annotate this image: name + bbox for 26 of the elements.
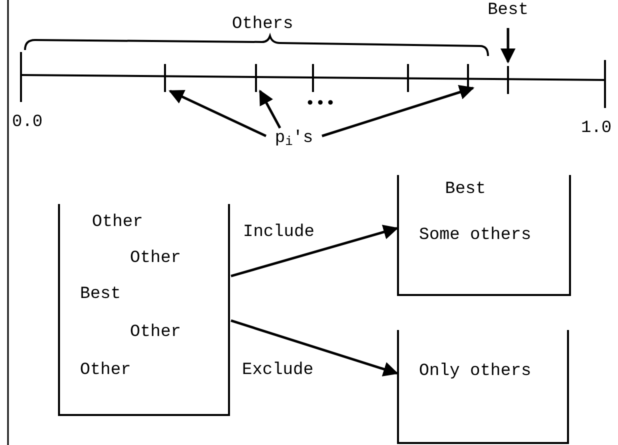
arrow [500, 28, 516, 64]
item-label: Best [80, 286, 121, 303]
item-label: Other [130, 250, 182, 267]
open-bin [397, 175, 571, 296]
item-label: Other [80, 362, 132, 379]
axis-label: Others [232, 16, 294, 33]
item-label: Other [130, 324, 182, 341]
tick-mark [164, 64, 166, 92]
tick-mark [507, 66, 509, 94]
arrow [168, 90, 267, 138]
arrow [230, 224, 398, 278]
item-label: Other [92, 214, 144, 231]
item-label: Some others [419, 227, 532, 244]
item-label: Only others [419, 363, 532, 380]
axis-label: 0.0 [12, 114, 43, 131]
item-label: Best [445, 181, 486, 198]
point-label: p$_{i}$'s [268, 130, 320, 147]
tick-mark [255, 64, 257, 92]
open-bin [58, 204, 230, 416]
axis-label: 1.0 [581, 120, 612, 137]
arrow [258, 90, 282, 129]
point-label: Best [482, 2, 534, 19]
arrow [322, 84, 474, 138]
open-bin [397, 330, 569, 444]
arrow [230, 319, 398, 376]
axis-label: ••• [305, 96, 336, 113]
